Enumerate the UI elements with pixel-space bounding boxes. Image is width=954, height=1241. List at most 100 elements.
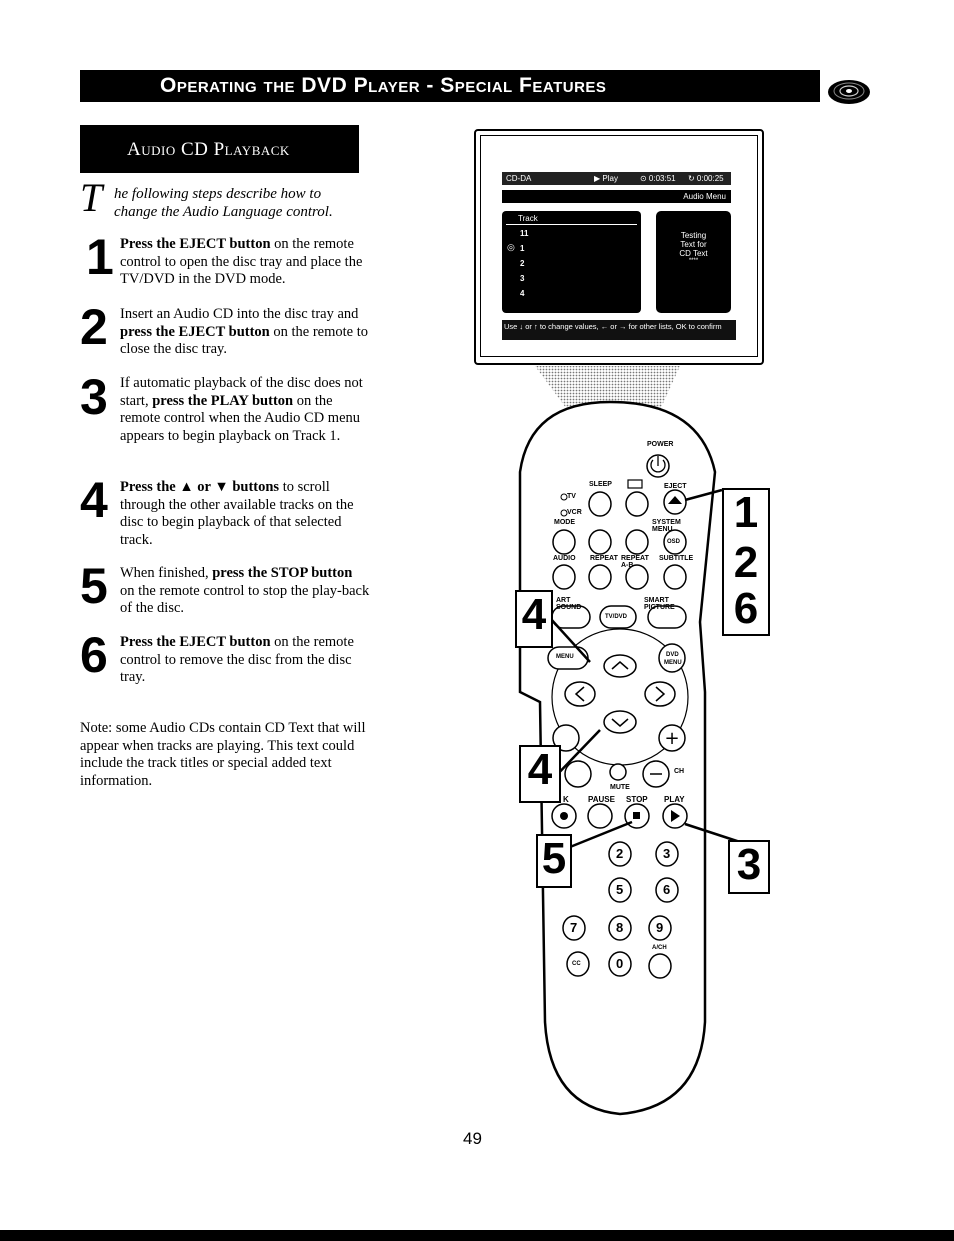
audio-button[interactable] [552,564,576,590]
stop-label: STOP [626,795,648,804]
blank-button[interactable] [625,491,649,517]
osd-info-line: Text for [680,240,707,249]
osd-info-line: Testing [680,231,707,240]
step-number-4: 4 [80,472,108,528]
osd-track-item: 1 [520,244,525,253]
tv-label: TV [567,493,576,500]
osd-info-line: CD Text [679,249,708,258]
osd-info-line: **** [688,258,699,264]
power-label: POWER [647,441,674,448]
subtitle-button[interactable] [663,564,687,590]
mute-button[interactable] [609,763,627,781]
dvd-menu-label-2: MENU [664,660,682,666]
osd-play-status: ▶ Play [594,174,618,183]
vcr-label: VCR [567,509,582,516]
callout-6: 6 [722,586,770,636]
smart-picture-button[interactable] [647,605,687,629]
osd-track-item: 2 [520,259,525,268]
repeat-button[interactable] [588,564,612,590]
digit-0-button[interactable] [608,951,632,977]
subtitle-label: SUBTITLE [659,555,694,562]
step-text-6: Press the EJECT button on the remote con… [120,634,354,685]
intro-drop-cap: T [80,175,103,220]
up-button[interactable] [603,654,637,678]
osd-hint-bar: Use ↓ or ↑ to change values, ← or → for … [502,320,736,340]
vol-down-button[interactable] [564,760,592,788]
digit-6-button[interactable] [655,877,679,903]
digit-8-button[interactable] [608,915,632,941]
step-number-2: 2 [80,299,108,355]
osd-track-list: Track 11 1 2 3 4 ◎ [502,211,641,313]
eject-pointer [684,488,723,502]
sleep-label: SLEEP [589,481,612,488]
callout-group-right: 1 2 6 [722,488,770,638]
repeat-ab-button[interactable] [625,564,649,590]
osd-menu-bar: Audio Menu [502,190,731,203]
digit-9-label: 9 [656,920,664,935]
left-button[interactable] [564,681,596,707]
screen-icon [627,479,643,489]
step-text-2: Insert an Audio CD into the disc tray an… [120,306,369,357]
smart-picture-label: SMART PICTURE [644,597,675,611]
mode-label: MODE [554,519,575,526]
disc-icon [828,80,870,104]
osd-disc-icon: ◎ [507,242,515,252]
cc-button[interactable] [566,951,590,977]
step-text-5: When finished, press the STOP button on … [120,565,370,616]
remote-illustration: + [518,366,741,1116]
osd-status-bar: CD-DA ▶ Play ⊙ 0:03:51 ↻ 0:00:25 [502,172,731,185]
digit-9-button[interactable] [648,915,672,941]
pause-button[interactable] [587,803,613,829]
chapter-title: Operating the DVD Player - Special Featu… [160,74,607,97]
step-number-1: 1 [86,229,114,285]
callout-3: 3 [728,840,770,894]
dvd-menu-button[interactable] [658,643,686,673]
mute-label: MUTE [610,784,630,791]
osd-mode: CD-DA [506,174,532,183]
cc-label: CC [572,961,581,967]
ch-up-button[interactable] [658,724,686,752]
section-header: Audio CD Playback [80,125,359,173]
digit-7-button[interactable] [562,915,586,941]
tvdvd-button[interactable] [599,605,637,629]
osd-track-header: Track [518,214,538,223]
repeat-ab-label: REPEAT A-B [621,555,649,569]
osd-button[interactable] [663,529,687,555]
callout-1: 1 [722,488,770,540]
stop-pointer [569,820,633,849]
osd-cd-text-panel: Testing Text for CD Text **** [656,211,731,313]
smart-sound-label: ART SOUND [556,597,582,611]
digit-5-button[interactable] [608,877,632,903]
eject-label: EJECT [664,483,687,490]
digit-5-label: 5 [616,882,624,897]
step-text-4: Press the ▲ or ▼ buttons to scroll throu… [120,479,354,548]
digit-2-label: 2 [616,846,624,861]
digit-2-button[interactable] [608,841,632,867]
digit-6-label: 6 [663,882,671,897]
sleep-button[interactable] [588,491,612,517]
mode-button[interactable] [552,529,576,555]
menu-label: MENU [556,654,574,660]
osd-total-time: ⊙ 0:03:51 [640,174,676,183]
right-button[interactable] [644,681,676,707]
intro-text: he following steps describe how to chang… [114,186,333,220]
repeat-label: REPEAT [590,555,618,562]
down-button[interactable] [603,710,637,734]
frown-button[interactable] [625,529,649,555]
callout-4-bottom: 4 [519,745,561,803]
digit-0-label: 0 [616,956,624,971]
osd-track-item: 11 [520,229,529,238]
osd-track-item: 4 [520,289,525,298]
digit-7-label: 7 [570,920,578,935]
ach-button[interactable] [648,953,672,979]
step-number-5: 5 [80,558,108,614]
play-label: PLAY [664,795,685,804]
osd-track-time: ↻ 0:00:25 [688,174,724,183]
step-text-3: If automatic playback of the disc does n… [120,375,363,444]
smiley-button[interactable] [588,529,612,555]
ch-label: CH [674,768,685,775]
vol-up-button[interactable] [552,724,580,752]
digit-3-button[interactable] [655,841,679,867]
callout-4-top: 4 [515,590,553,648]
osd-track-item: 3 [520,274,525,283]
